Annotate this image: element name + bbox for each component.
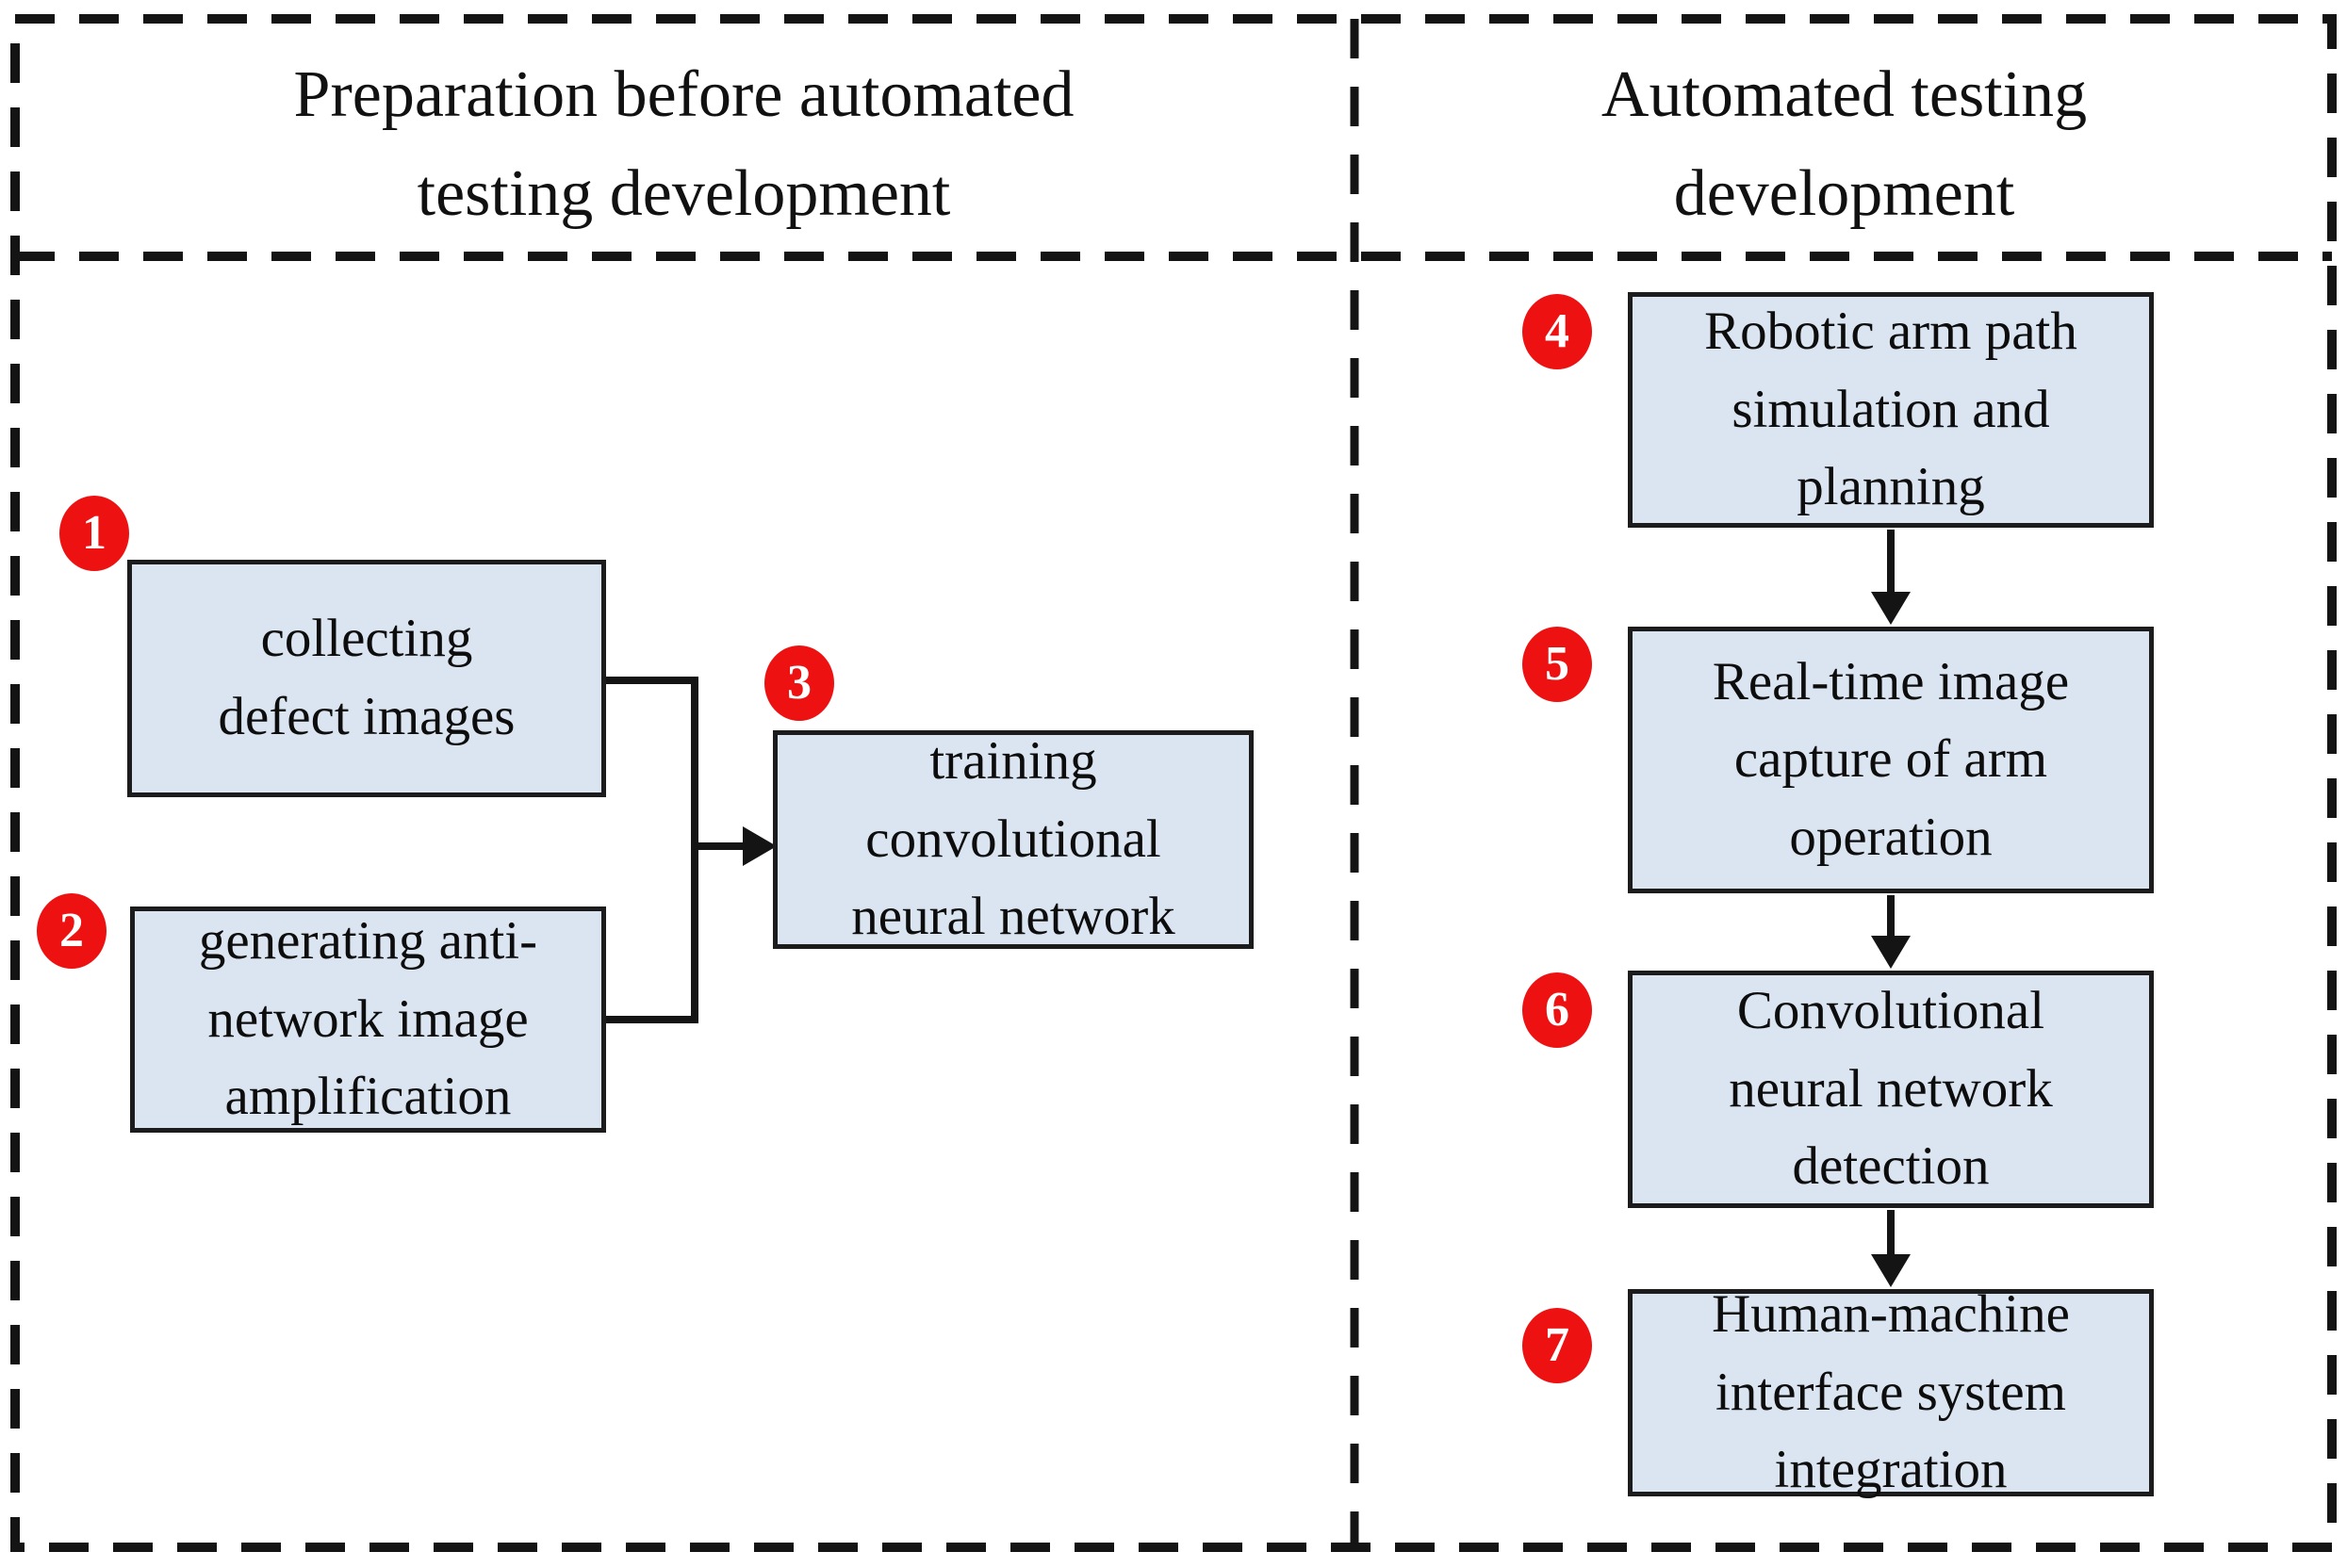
step-box-convolutional-neural-network-detection: Convolutional neural network detection — [1628, 971, 2154, 1208]
step-box-real-time-image-capture: Real-time image capture of arm operation — [1628, 627, 2154, 893]
arrowhead-box5 — [1871, 592, 1911, 625]
right-section-title: Automated testing development — [1600, 58, 2088, 230]
step-number-badge-6: 6 — [1522, 972, 1592, 1048]
left-section-title: Preparation before automated testing dev… — [293, 58, 1075, 230]
arrowhead-box3 — [743, 826, 777, 866]
step-box-collecting-defect-images: collecting defect images — [127, 560, 606, 797]
step-number-badge-1: 1 — [59, 496, 129, 571]
step-box-generating-anti-network-image-amplification: generating anti- network image amplifica… — [130, 906, 606, 1133]
step-box-robotic-arm-path-simulation: Robotic arm path simulation and planning — [1628, 292, 2154, 528]
arrowhead-box7 — [1871, 1254, 1911, 1287]
step-box-training-convolutional-neural-network: training convolutional neural network — [773, 730, 1254, 949]
step-number-badge-3: 3 — [764, 645, 834, 721]
outer-dashed-border — [10, 14, 2337, 1552]
step-box-human-machine-interface-integration: Human-machine interface system integrati… — [1628, 1284, 2154, 1499]
step-number-badge-7: 7 — [1522, 1308, 1592, 1383]
step-number-badge-5: 5 — [1522, 627, 1592, 702]
step-number-badge-2: 2 — [37, 893, 107, 969]
step-number-badge-4: 4 — [1522, 294, 1592, 369]
merge-connector-line — [606, 677, 698, 1023]
arrowhead-box6 — [1871, 936, 1911, 969]
